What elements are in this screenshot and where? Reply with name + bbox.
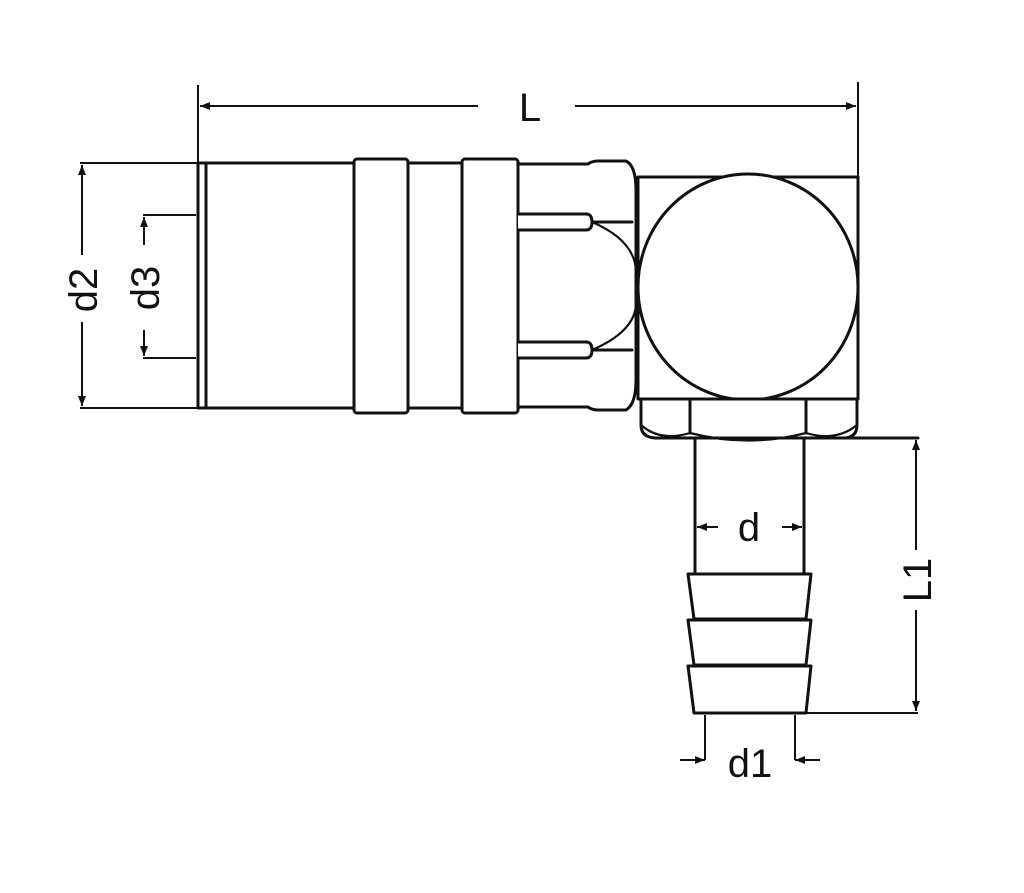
label-d: d — [738, 506, 760, 550]
dimension-d3: d3 — [124, 214, 196, 359]
dimension-d2: d2 — [62, 162, 200, 409]
socket-body — [196, 161, 356, 410]
label-L: L — [519, 86, 541, 130]
dimension-L1: L1 — [806, 440, 940, 714]
label-d1: d1 — [728, 742, 773, 786]
hex-nut — [639, 397, 920, 442]
dimension-d1: d1 — [680, 715, 820, 786]
hose-barb — [686, 438, 813, 715]
elbow-body — [636, 172, 860, 402]
dimension-d: d — [697, 506, 802, 550]
knurled-sleeve-1 — [352, 157, 410, 415]
dimension-L: L — [197, 82, 859, 178]
knurled-sleeve-2 — [460, 157, 520, 415]
label-d2: d2 — [62, 268, 106, 313]
hex-connector — [516, 159, 638, 412]
label-d3: d3 — [124, 266, 168, 311]
label-L1: L1 — [896, 558, 940, 603]
